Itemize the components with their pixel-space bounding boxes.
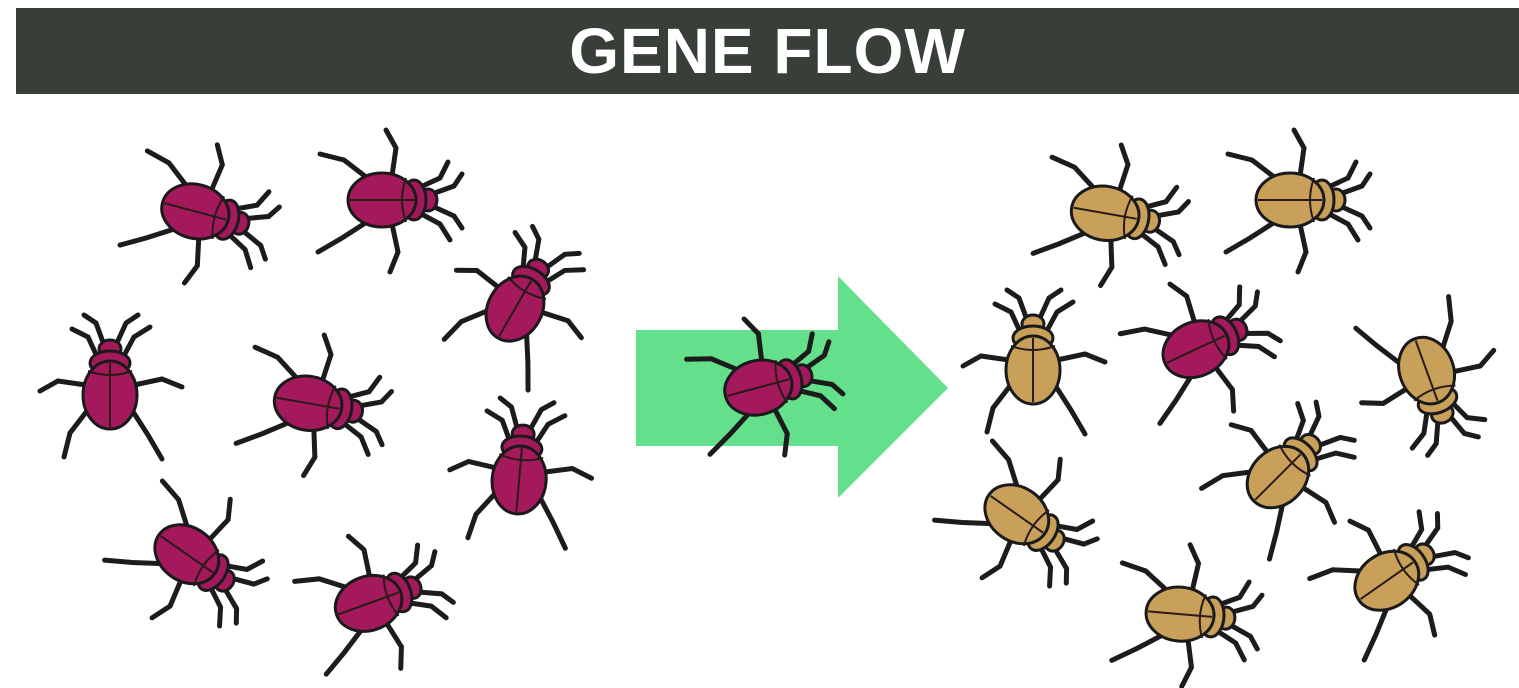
recipient-beetle: [963, 290, 1105, 434]
source-beetle: [40, 315, 182, 459]
migrant-beetle-in-recipient: [1108, 252, 1299, 442]
recipient-beetle: [1030, 133, 1196, 298]
source-beetle: [233, 323, 399, 488]
source-beetle: [93, 460, 292, 659]
recipient-beetle: [923, 420, 1122, 619]
source-beetle: [444, 394, 598, 550]
source-beetle: [285, 510, 469, 688]
recipient-beetle: [1110, 539, 1266, 688]
recipient-beetle: [1226, 130, 1370, 272]
source-beetle: [422, 204, 617, 400]
source-beetle: [115, 127, 291, 301]
recipient-beetle: [1337, 287, 1519, 471]
source-beetle: [318, 130, 462, 272]
recipient-beetle: [1294, 478, 1493, 677]
recipient-beetle: [1183, 371, 1385, 573]
